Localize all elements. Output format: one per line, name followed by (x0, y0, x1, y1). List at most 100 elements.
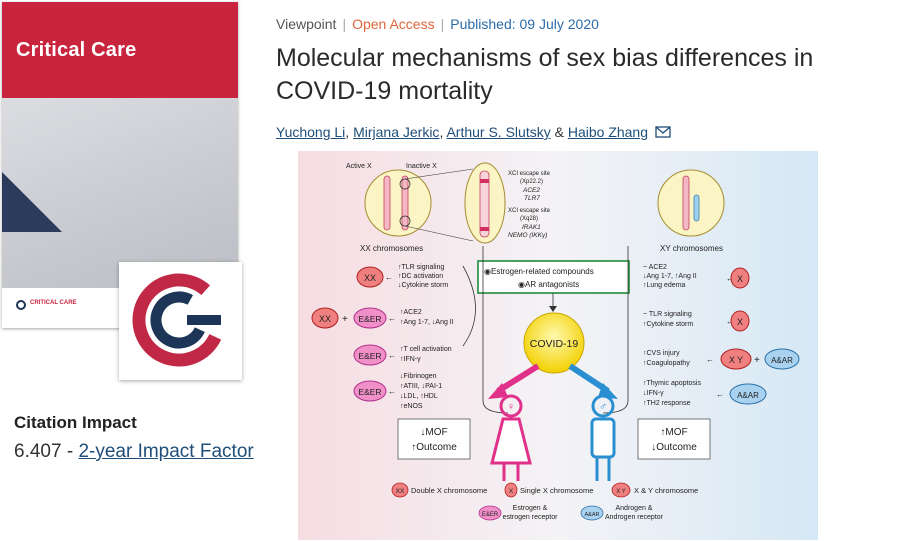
svg-text:↓Ang 1-7, ↑Ang II: ↓Ang 1-7, ↑Ang II (643, 273, 697, 280)
svg-text:X: X (509, 488, 514, 495)
xci-escape-loc-2: (Xq28) (520, 216, 538, 222)
author-separator: , (345, 124, 350, 140)
legend-eer-1: Estrogen & (513, 505, 548, 512)
svg-text:E&ER: E&ER (358, 351, 381, 361)
male-outcome-result: ↓Outcome (651, 442, 697, 453)
svg-text:←: ← (388, 351, 396, 360)
svg-text:X Y: X Y (616, 489, 626, 495)
svg-text:←: ← (726, 274, 734, 283)
inactive-x-chromosome (401, 175, 409, 231)
svg-text:↓LDL, ↑HDL: ↓LDL, ↑HDL (400, 393, 438, 400)
article-title: Molecular mechanisms of sex bias differe… (276, 44, 814, 105)
impact-factor-link[interactable]: 2-year Impact Factor (78, 441, 254, 462)
email-icon[interactable] (655, 126, 671, 138)
svg-text:↑Coagulopathy: ↑Coagulopathy (643, 360, 690, 367)
svg-text:E&ER: E&ER (482, 512, 499, 518)
svg-text:↓IFN-γ: ↓IFN-γ (643, 390, 664, 397)
author-ampersand: & (554, 124, 564, 140)
svg-text:X: X (737, 274, 743, 284)
svg-text:←: ← (726, 317, 734, 326)
cover-footer-text: CRITICAL CARE (30, 300, 77, 306)
xy-chromosomes-label: XY chromosomes (660, 244, 723, 253)
active-x-label: Active X (346, 163, 372, 170)
legend-eer-2: estrogen receptor (503, 514, 559, 521)
svg-text:+: + (754, 355, 760, 366)
female-figure-icon: ♀ (490, 394, 532, 481)
male-figure-icon: ♂ (590, 394, 616, 481)
svg-text:~ ACE2: ~ ACE2 (643, 264, 667, 271)
cover-footer-logo-icon (16, 300, 26, 310)
author-link[interactable]: Arthur S. Slutsky (446, 124, 551, 140)
female-outcome-mof: ↓MOF (420, 427, 447, 438)
citation-impact-label: Citation Impact (14, 413, 137, 432)
left-row-4: E&ER ← ↓Fibrinogen ↑ATIII, ↓PAI-1 ↓LDL, … (353, 373, 442, 410)
inactive-x-label: Inactive X (406, 163, 437, 170)
author-link[interactable]: Yuchong Li (276, 124, 346, 140)
cover-title: Critical Care (16, 39, 137, 61)
legend-aar-2: Androgen receptor (605, 514, 664, 521)
impact-factor-number: 6.407 (14, 441, 62, 462)
svg-text:E&ER: E&ER (358, 314, 381, 324)
left-row-2: XX + E&ER ← ↑ACE2 ↑Ang 1-7, ↓Ang II (311, 307, 454, 329)
left-row-3: E&ER ← ↑T cell activation ↑IFN-γ (353, 344, 452, 366)
author-separator: , (439, 124, 444, 140)
svg-text:↑Lung edema: ↑Lung edema (643, 282, 686, 289)
svg-text:↑TLR signaling: ↑TLR signaling (398, 264, 444, 271)
meta-divider: | (440, 16, 445, 32)
legend-aar-1: Androgen & (616, 505, 653, 512)
svg-text:↑ACE2: ↑ACE2 (400, 309, 422, 316)
xx-chromosomes-label: XX chromosomes (360, 244, 423, 253)
svg-text:+: + (342, 314, 348, 325)
xci-escape-loc-1: (Xp22.2) (520, 179, 543, 185)
svg-text:↑CVS injury: ↑CVS injury (643, 350, 680, 357)
published-date: Published: 09 July 2020 (450, 16, 599, 32)
author-link[interactable]: Haibo Zhang (567, 124, 649, 140)
svg-text:XX: XX (396, 488, 405, 495)
treatment-box (477, 260, 630, 294)
figure-legend: XX Double X chromosome X Single X chromo… (391, 482, 698, 521)
citation-impact-value: 6.407 - 2-year Impact Factor (14, 441, 254, 463)
xy-chromosome-circle (657, 169, 725, 237)
gene-irak1: IRAK1 (522, 224, 541, 231)
svg-text:←: ← (716, 390, 724, 399)
xx-chromosome-circle (364, 169, 432, 237)
cover-triangle-decoration (2, 172, 62, 232)
xci-escape-label-2: XCI escape site (508, 208, 551, 214)
legend-double-x: Double X chromosome (411, 486, 487, 495)
left-row-1: XX ← ↑TLR signaling ↑DC activation ↓Cyto… (356, 264, 448, 289)
xci-escape-label-1: XCI escape site (508, 171, 551, 177)
article-type: Viewpoint (276, 16, 337, 32)
article-figure[interactable]: Active X Inactive X XCI escape site (Xp2… (298, 151, 818, 540)
y-chromosome (693, 194, 700, 222)
svg-text:E&ER: E&ER (358, 387, 381, 397)
open-access-badge: Open Access (352, 16, 435, 32)
svg-text:↑Cytokine storm: ↑Cytokine storm (643, 321, 693, 328)
male-outcome-box (637, 418, 711, 460)
svg-text:X Y: X Y (729, 355, 743, 365)
female-arrow (496, 363, 540, 394)
svg-text:↑Ang 1-7, ↓Ang II: ↑Ang 1-7, ↓Ang II (400, 319, 454, 326)
male-outcome-mof: ↑MOF (660, 427, 687, 438)
svg-text:↓Fibrinogen: ↓Fibrinogen (400, 373, 437, 380)
female-outcome-box (397, 418, 471, 460)
svg-text:A&AR: A&AR (737, 391, 759, 400)
active-x-chromosome (383, 175, 391, 231)
cover-red-band (2, 2, 238, 98)
x-chromosome (682, 175, 690, 231)
meta-divider: | (342, 16, 347, 32)
svg-text:↑TH2 response: ↑TH2 response (643, 400, 691, 407)
svg-text:↓Cytokine storm: ↓Cytokine storm (398, 282, 448, 289)
author-link[interactable]: Mirjana Jerkic (353, 124, 440, 140)
svg-text:~ TLR signaling: ~ TLR signaling (643, 311, 692, 318)
right-row-3: ↑CVS injury ↑Coagulopathy ← X Y + A&AR (643, 348, 800, 370)
article-meta: Viewpoint | Open Access | Published: 09 July… (276, 16, 599, 32)
female-symbol: ♀ (507, 401, 515, 413)
ar-antagonists-label: ◉AR antagonists (518, 280, 579, 289)
journal-logo (119, 262, 242, 380)
covid-circle (523, 312, 585, 374)
svg-text:↑IFN-γ: ↑IFN-γ (400, 356, 421, 363)
right-row-2: ~ TLR signaling ↑Cytokine storm ← X (643, 310, 750, 332)
svg-text:XX: XX (364, 273, 376, 283)
legend-xy: X & Y chromosome (634, 486, 698, 495)
svg-text:↑ATIII, ↓PAI-1: ↑ATIII, ↓PAI-1 (400, 383, 442, 390)
